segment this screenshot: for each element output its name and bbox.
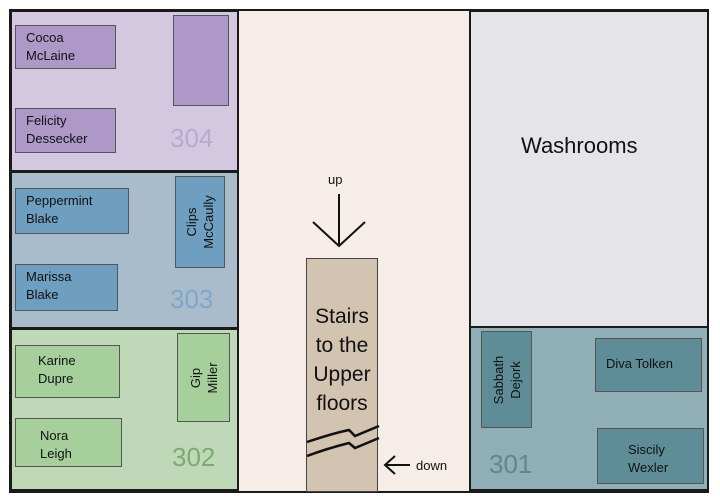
bed-name-line1: Karine xyxy=(38,353,76,368)
bed-name-line1: Marissa xyxy=(26,269,72,284)
washrooms-label: Washrooms xyxy=(521,133,638,158)
bed-name-line1: Diva Tolken xyxy=(606,356,673,371)
bed-vertical-label: Gip Miller xyxy=(187,362,221,393)
up-arrow-icon xyxy=(312,194,366,248)
bed-nora-leigh: Nora Leigh xyxy=(15,418,122,467)
bed-name-line2: Dejork xyxy=(507,360,523,399)
bed-diva-tolken: Diva Tolken xyxy=(595,338,702,392)
bed-name-line2: Dessecker xyxy=(26,131,88,146)
bed-name-line2: Miller xyxy=(204,361,220,394)
room-number-304: 304 xyxy=(170,123,214,153)
bed-name-line1: Felicity xyxy=(26,113,67,128)
bed-name-line2: McCaully xyxy=(201,195,216,249)
stairs-label-line: Upper xyxy=(313,363,371,386)
stair-break-line xyxy=(306,424,380,444)
bed-felicity-dessecker: Felicity Dessecker xyxy=(15,108,116,153)
stairs-label: Stairs to the Upper floors xyxy=(306,302,378,418)
bed-name-line2: McLaine xyxy=(26,48,76,63)
bed-vertical-label: Sabbath Dejork xyxy=(490,355,524,403)
bed-name-line2: Blake xyxy=(26,211,59,226)
bed-name-line1: Clips xyxy=(184,207,199,237)
stairs-label-line: to the xyxy=(315,334,369,357)
bed-marissa-blake: Marissa Blake xyxy=(15,264,118,311)
bed-peppermint-blake: Peppermint Blake xyxy=(15,188,129,234)
bed-karine-dupre: Karine Dupre xyxy=(15,345,120,398)
bed-name-line1: Sabbath xyxy=(490,355,506,404)
up-label: up xyxy=(328,172,343,187)
down-arrow-icon xyxy=(383,455,410,475)
bed-cocoa-mclaine: Cocoa McLaine xyxy=(15,25,116,69)
down-label: down xyxy=(416,458,448,473)
bed-name-line1: Cocoa xyxy=(26,30,64,45)
stair-break-marks xyxy=(306,424,380,458)
bed-name-line2: Dupre xyxy=(38,371,74,386)
bed-clips-mccaully: Clips McCaully xyxy=(175,176,225,268)
bed-name-line2: Blake xyxy=(26,287,59,302)
washrooms xyxy=(469,10,709,328)
bed-name-line1: Peppermint xyxy=(26,193,93,208)
bed-sabbath-dejork: Sabbath Dejork xyxy=(481,331,532,428)
bed-siscily-wexler: Siscily Wexler xyxy=(597,428,704,484)
stairs-label-line: Stairs xyxy=(315,305,369,328)
bed-empty xyxy=(173,15,229,106)
stair-break-line xyxy=(306,436,380,458)
bed-name-line1: Siscily xyxy=(628,442,665,457)
room-number-302: 302 xyxy=(172,442,216,472)
room-number-301: 301 xyxy=(489,449,533,479)
bed-gip-miller: Gip Miller xyxy=(177,333,230,422)
bed-name-line1: Gip xyxy=(187,367,203,388)
bed-vertical-label: Clips McCaully xyxy=(183,195,217,248)
bed-name-line2: Leigh xyxy=(40,446,72,461)
bed-name-line2: Wexler xyxy=(628,460,669,475)
room-number-303: 303 xyxy=(170,284,214,314)
bed-name-line1: Nora xyxy=(40,428,69,443)
stairs-label-line: floors xyxy=(316,392,368,415)
